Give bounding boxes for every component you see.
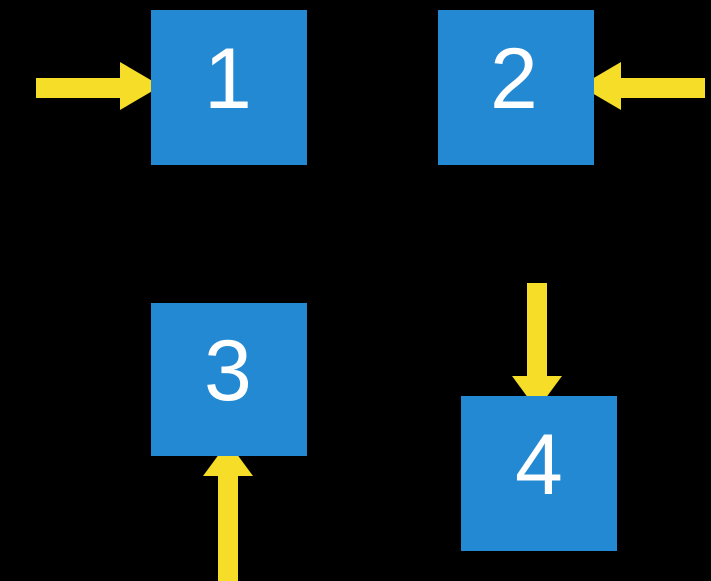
box-1-label: 1 — [204, 31, 252, 127]
box-2-label: 2 — [490, 31, 538, 127]
box-3-label: 3 — [204, 323, 252, 419]
box-1[interactable] — [151, 10, 307, 165]
box-3[interactable] — [151, 303, 307, 456]
arrow-into-box-4-icon — [512, 283, 562, 410]
box-4[interactable] — [461, 396, 617, 551]
arrow-into-box-3-icon — [203, 442, 253, 581]
arrow-into-box-2-icon — [580, 62, 705, 110]
box-2[interactable] — [438, 10, 594, 165]
box-4-label: 4 — [515, 417, 563, 513]
arrow-into-box-1-icon — [36, 62, 161, 110]
